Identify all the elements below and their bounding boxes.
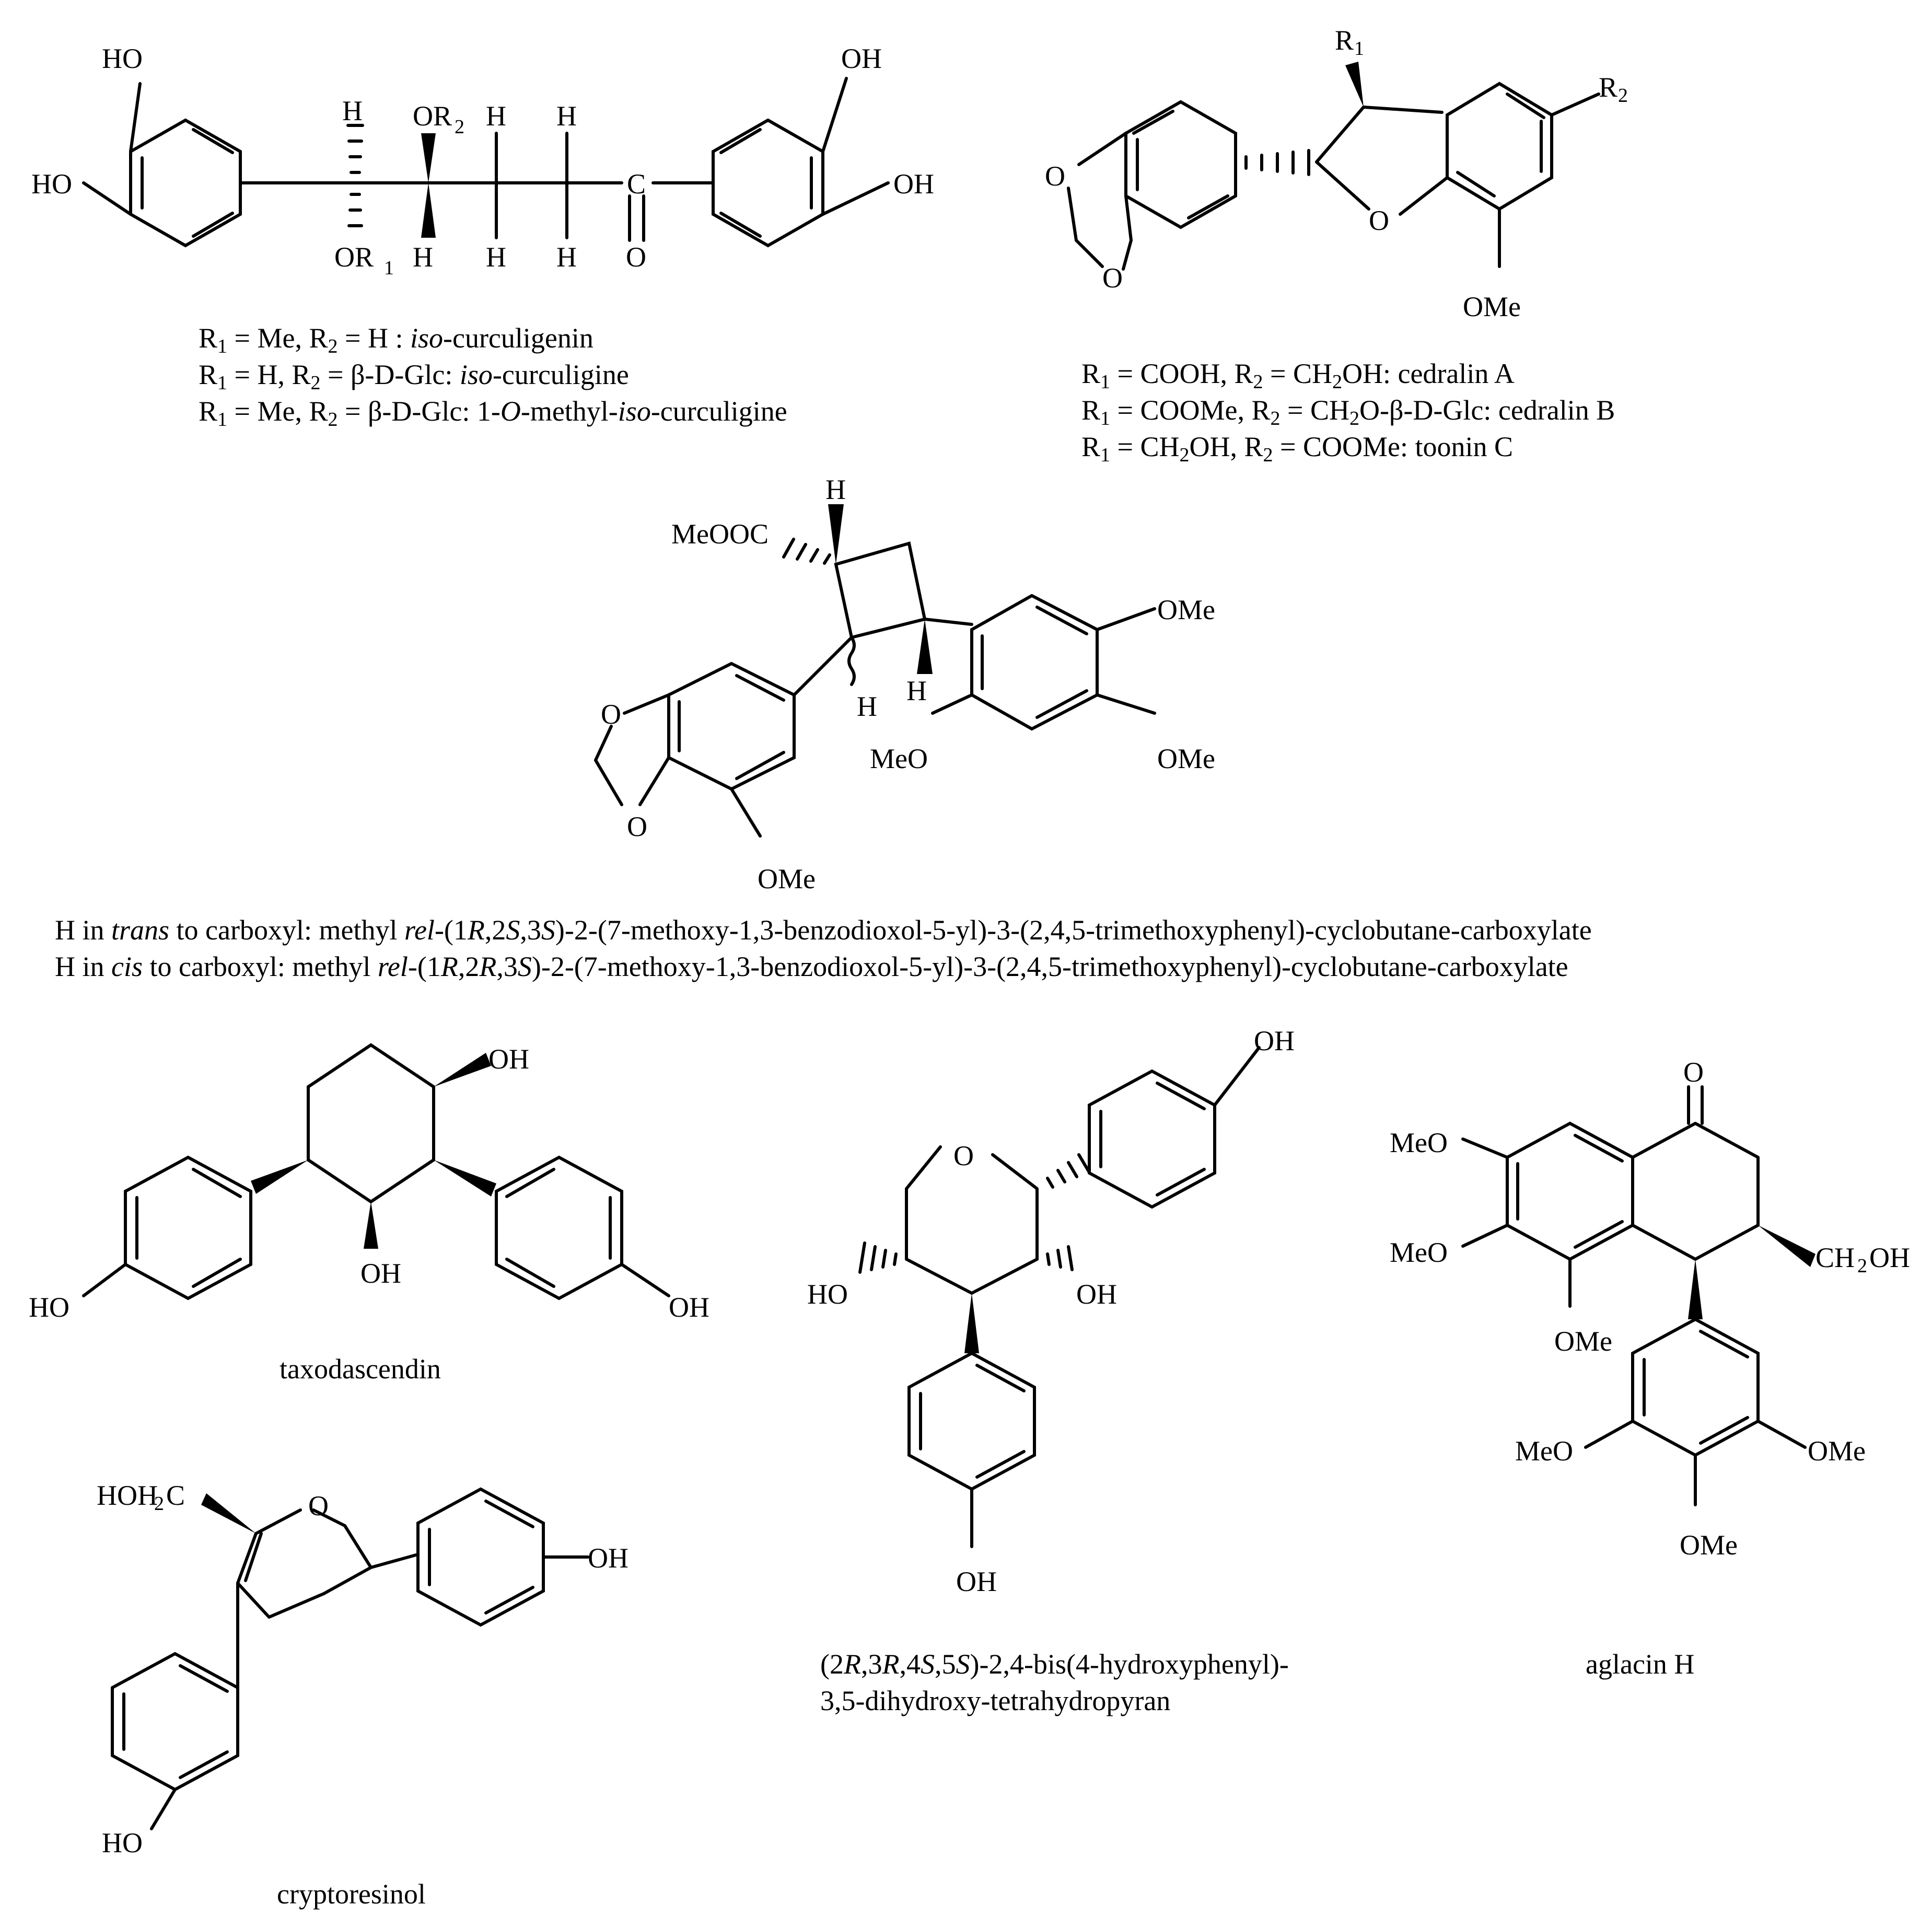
caption-line: R1 = COOH, R2 = CH2OH: cedralin A	[1081, 358, 1515, 393]
atom-label: R	[1599, 72, 1617, 103]
atom-label: OH	[669, 1292, 709, 1323]
caption-line: H in trans to carboxyl: methyl rel-(1R,2…	[55, 914, 1592, 946]
atom-label: R	[1335, 25, 1354, 56]
atom-label: O	[1369, 205, 1389, 236]
atom-label: MeO	[1390, 1127, 1448, 1158]
atom-label: OMe	[1157, 743, 1215, 774]
atom-label: OH	[893, 168, 934, 200]
atom-label: CH	[1815, 1242, 1855, 1273]
atom-label: H	[486, 100, 506, 132]
atom-subscript: 2	[1618, 85, 1628, 107]
aglacin-caption: aglacin H	[1586, 1648, 1695, 1680]
atom-label: O	[1102, 262, 1123, 294]
atom-label: MeO	[1515, 1435, 1573, 1467]
aglacin-structure: O MeO MeO OMe CH 2 OH MeO OMe OMe	[1390, 1056, 1910, 1561]
atom-label: HO	[31, 168, 72, 200]
atom-label: H	[857, 691, 877, 722]
caption-line: 3,5-dihydroxy-tetrahydropyran	[820, 1685, 1171, 1716]
atom-label: HO	[102, 1827, 143, 1859]
atom-label: HO	[102, 43, 143, 74]
caption-line: R1 = H, R2 = β-D-Glc: iso-curculigine	[199, 359, 629, 394]
curculigenin-structure: HO HO H OR 1 OR 2 H H H H H C O OH OH	[31, 43, 934, 279]
taxodascendin-caption: taxodascendin	[280, 1353, 441, 1385]
atom-label: OH	[841, 43, 882, 74]
atom-label: HO	[29, 1292, 69, 1323]
caption-line: R1 = COOMe, R2 = CH2O-β-D-Glc: cedralin …	[1081, 394, 1615, 429]
atom-label: OMe	[758, 863, 816, 895]
atom-label: HO	[807, 1279, 848, 1310]
atom-label: O	[627, 811, 647, 842]
atom-label: O	[1683, 1056, 1704, 1088]
cryptoresinol-structure: HOH 2 C O OH HO	[97, 1480, 629, 1859]
caption-line: R1 = CH2OH, R2 = COOMe: toonin C	[1081, 431, 1513, 466]
atom-label: OH	[1254, 1025, 1295, 1056]
atom-label: H	[556, 100, 577, 132]
atom-label: H	[906, 675, 927, 706]
atom-label: OH	[488, 1043, 529, 1075]
atom-label: OH	[1076, 1279, 1117, 1310]
atom-label: OMe	[1157, 594, 1215, 625]
cedralin-structure: O O O R 1 R 2 OMe	[1045, 25, 1628, 322]
atom-label: OR	[334, 241, 374, 273]
atom-label: O	[601, 699, 621, 730]
atom-label: H	[486, 241, 506, 273]
taxodascendin-structure: OH OH HO OH	[29, 1043, 709, 1323]
atom-label: OH	[956, 1566, 997, 1597]
atom-label: O	[953, 1140, 974, 1171]
atom-label: OMe	[1680, 1529, 1738, 1561]
atom-label: MeO	[1390, 1237, 1448, 1268]
atom-label: OR	[413, 100, 452, 132]
atom-label: H	[342, 95, 363, 126]
atom-label: OMe	[1463, 291, 1521, 322]
atom-label: O	[626, 241, 646, 273]
atom-label: H	[556, 241, 577, 273]
caption-line: (2R,3R,4S,5S)-2,4-bis(4-hydroxyphenyl)-	[820, 1648, 1289, 1680]
atom-subscript: 1	[1354, 38, 1364, 60]
atom-label: OH	[588, 1542, 629, 1574]
atom-label: MeO	[870, 743, 928, 774]
atom-subscript: 2	[154, 1493, 164, 1515]
atom-label: OMe	[1554, 1326, 1612, 1357]
atom-label: C	[166, 1480, 185, 1511]
cedralin-caption: R1 = COOH, R2 = CH2OH: cedralin A R1 = C…	[1081, 355, 1615, 465]
atom-label: O	[308, 1490, 329, 1522]
atom-subscript: 1	[384, 257, 394, 279]
curculigenin-caption: R1 = Me, R2 = H : iso-curculigenin R1 = …	[199, 320, 787, 429]
atom-label: OH	[1869, 1242, 1910, 1273]
tetrahydropyran-structure: O OH HO OH OH	[807, 1025, 1295, 1597]
atom-label: MeOOC	[671, 518, 769, 550]
atom-subscript: 2	[1857, 1255, 1867, 1277]
cyclobutane-structure: H MeOOC H H O O OMe OMe OMe MeO	[594, 474, 1215, 895]
atom-label: OH	[360, 1258, 401, 1289]
caption-line: R1 = Me, R2 = β-D-Glc: 1-O-methyl-iso-cu…	[199, 396, 787, 431]
atom-label: HOH	[97, 1480, 158, 1511]
atom-label: H	[825, 474, 846, 505]
atom-label: H	[413, 241, 433, 273]
caption-line: H in cis to carboxyl: methyl rel-(1R,2R,…	[55, 951, 1568, 982]
atom-label: OMe	[1808, 1435, 1866, 1467]
atom-subscript: 2	[455, 116, 464, 138]
cryptoresinol-caption: cryptoresinol	[277, 1878, 426, 1910]
atom-label: O	[1045, 160, 1065, 192]
cyclobutane-caption: H in trans to carboxyl: methyl rel-(1R,2…	[55, 912, 1592, 985]
atom-label: C	[627, 168, 646, 200]
caption-line: R1 = Me, R2 = H : iso-curculigenin	[199, 322, 593, 357]
tetrahydropyran-caption: (2R,3R,4S,5S)-2,4-bis(4-hydroxyphenyl)- …	[820, 1646, 1289, 1719]
